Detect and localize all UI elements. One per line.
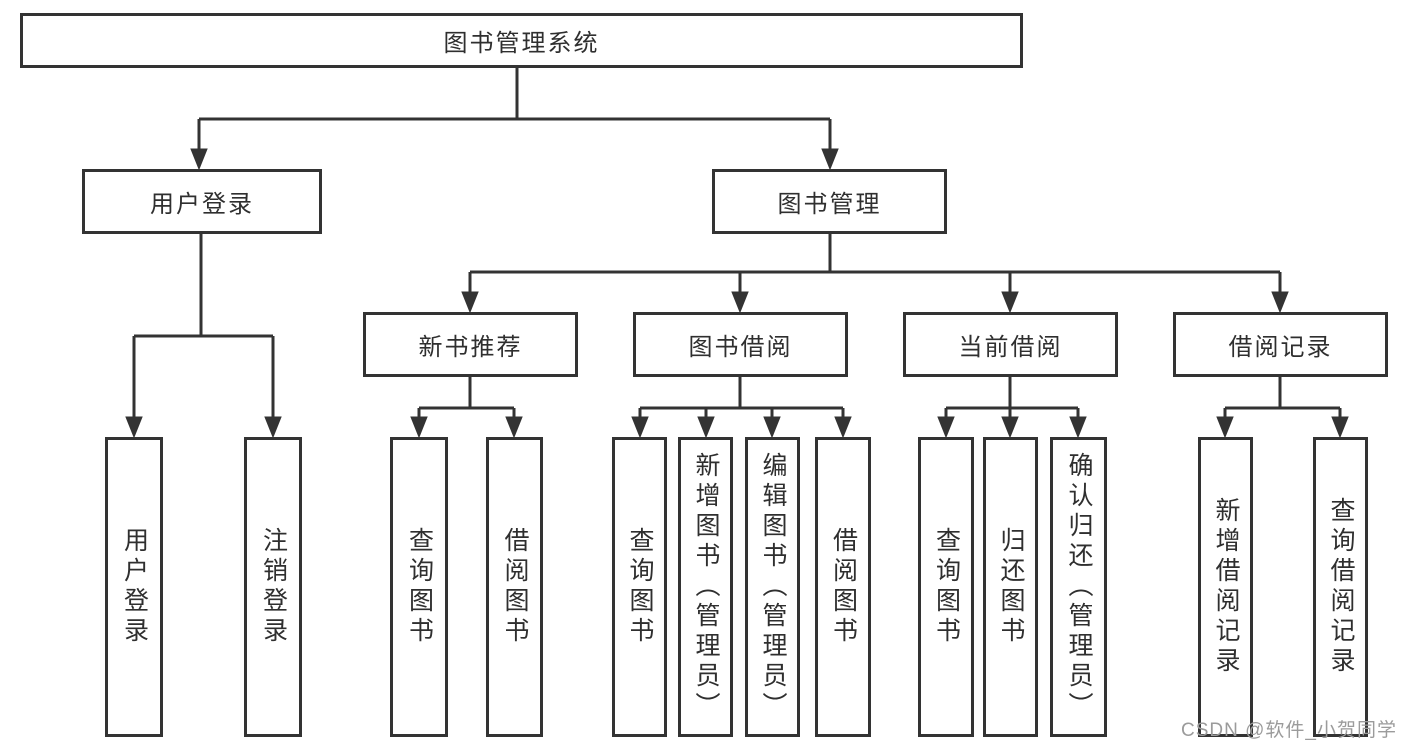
connector-newbook-to-leaves: [419, 377, 514, 410]
node-library-system: 图书管理系统: [20, 13, 1023, 68]
leaf-edit-books-admin-label: 编辑图书（管理员）: [759, 452, 787, 722]
node-book-management-label: 图书管理: [777, 191, 882, 218]
node-current-borrowing: 当前借阅: [903, 312, 1118, 377]
leaf-query-borrow-record-label: 查询借阅记录: [1327, 497, 1355, 677]
leaf-query-books-borrowing: 查询图书: [612, 437, 667, 737]
leaf-borrow-books-recommend: 借阅图书: [486, 437, 543, 737]
node-library-system-label: 图书管理系统: [443, 30, 600, 57]
leaf-return-books: 归还图书: [983, 437, 1038, 737]
arrowheads: [125, 119, 1349, 439]
leaf-query-books-recommend: 查询图书: [390, 437, 448, 737]
leaf-borrow-books-borrowing: 借阅图书: [815, 437, 871, 737]
node-book-borrowing: 图书借阅: [633, 312, 848, 377]
node-user-login-label: 用户登录: [150, 191, 254, 218]
leaf-add-books-admin: 新增图书（管理员）: [678, 437, 733, 737]
leaf-logout: 注销登录: [244, 437, 302, 737]
node-user-login: 用户登录: [82, 169, 322, 234]
leaf-logout-label: 注销登录: [259, 527, 288, 647]
node-new-book-recommend-label: 新书推荐: [418, 334, 523, 361]
connector-bookmgmt-to-level3: [470, 233, 1280, 274]
node-book-borrowing-label: 图书借阅: [688, 334, 793, 361]
leaf-query-books-current: 查询图书: [918, 437, 974, 737]
connector-bookborrow-to-leaves: [640, 377, 843, 410]
leaf-add-books-admin-label: 新增图书（管理员）: [692, 452, 720, 722]
node-current-borrowing-label: 当前借阅: [958, 334, 1063, 361]
leaf-query-books-current-label: 查询图书: [932, 527, 961, 647]
connector-currentborrow-to-leaves: [946, 377, 1078, 410]
leaf-return-books-label: 归还图书: [997, 527, 1025, 647]
connector-userlogin-to-leaves: [134, 234, 273, 338]
leaf-edit-books-admin: 编辑图书（管理员）: [745, 437, 800, 737]
node-borrowing-records-label: 借阅记录: [1228, 334, 1333, 361]
leaf-user-login-label: 用户登录: [120, 527, 149, 647]
leaf-add-borrow-record: 新增借阅记录: [1198, 437, 1253, 737]
leaf-user-login: 用户登录: [105, 437, 163, 737]
connector-root-to-level2: [199, 68, 830, 121]
leaf-add-borrow-record-label: 新增借阅记录: [1212, 497, 1240, 677]
leaf-borrow-books-borrowing-label: 借阅图书: [829, 527, 858, 647]
leaf-query-borrow-record: 查询借阅记录: [1313, 437, 1368, 737]
node-borrowing-records: 借阅记录: [1173, 312, 1388, 377]
connector-borrowrecords-to-leaves: [1225, 377, 1340, 410]
watermark: CSDN @软件_小贺同学: [1181, 720, 1397, 741]
leaf-query-books-borrowing-label: 查询图书: [626, 527, 654, 647]
node-book-management: 图书管理: [712, 169, 947, 234]
leaf-confirm-return-admin: 确认归还（管理员）: [1050, 437, 1107, 737]
leaf-borrow-books-recommend-label: 借阅图书: [501, 527, 529, 647]
leaf-query-books-recommend-label: 查询图书: [405, 527, 434, 647]
leaf-confirm-return-admin-label: 确认归还（管理员）: [1065, 452, 1093, 722]
node-new-book-recommend: 新书推荐: [363, 312, 578, 377]
